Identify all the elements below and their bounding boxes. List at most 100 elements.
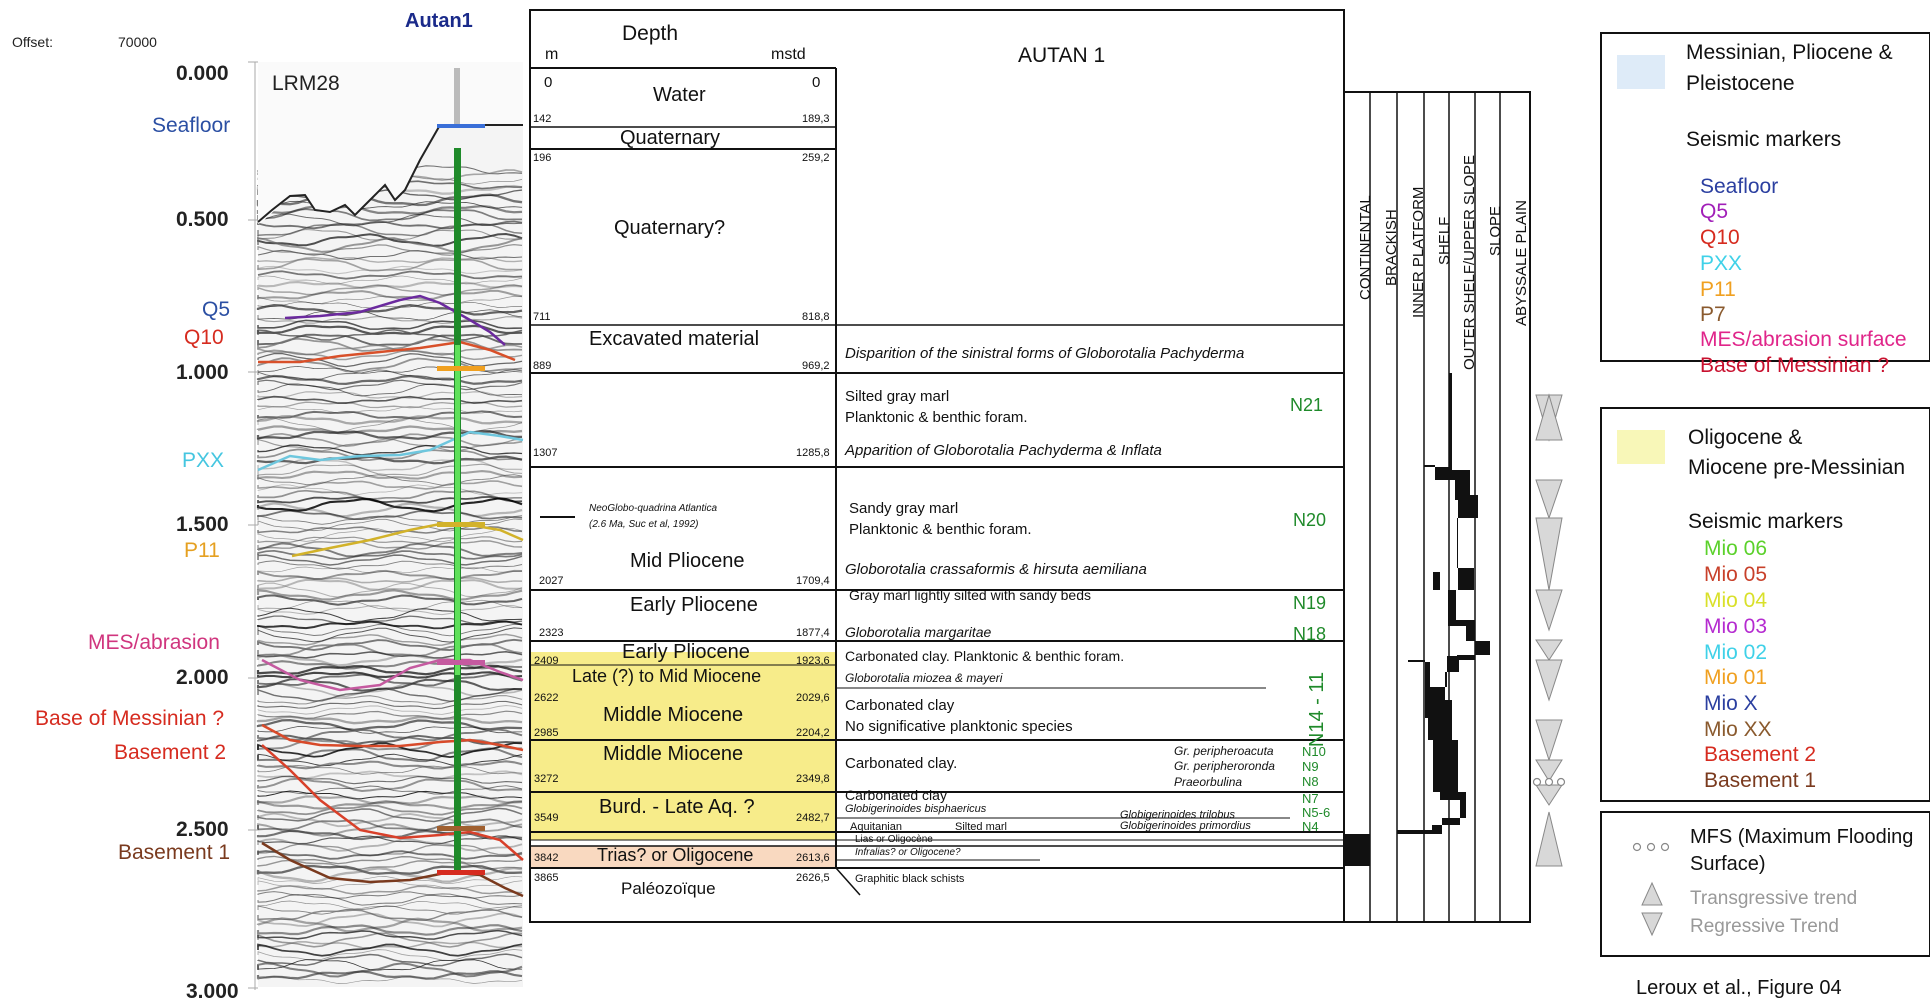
- description: Lias or Oligocène: [855, 834, 933, 845]
- seismic-reflector: [257, 349, 523, 361]
- depth-m: 2622: [534, 692, 559, 704]
- depth-mstd: 2029,6: [796, 692, 830, 704]
- basement1-horizon: [261, 841, 524, 898]
- seismic-reflector: [257, 383, 523, 397]
- seismic-reflector: [257, 319, 523, 330]
- depth-mstd: 1709,4: [796, 575, 830, 587]
- description: Carbonated clay: [845, 697, 955, 714]
- depth-mstd: 818,8: [802, 311, 830, 323]
- seismic-reflector: [257, 489, 522, 500]
- seismic-reflector: [257, 912, 523, 928]
- seismic-reflector: [256, 664, 523, 676]
- description: Carbonated clay. Planktonic & benthic fo…: [845, 648, 1125, 664]
- depth-m: 196: [533, 152, 552, 164]
- offset-value: 70000: [118, 34, 157, 50]
- seismic-reflector: [257, 438, 523, 452]
- legend-marker: Q5: [1700, 200, 1729, 223]
- seismic-reflector: [256, 864, 523, 875]
- seismic-reflector: [257, 804, 523, 816]
- unit-name: Quaternary?: [614, 217, 726, 239]
- seismic-reflector: [257, 301, 522, 309]
- depth-top-m: 0: [544, 74, 553, 91]
- seismic-reflector: [257, 812, 523, 828]
- zone-label: N4: [1302, 819, 1319, 834]
- description: Carbonated clay.: [845, 755, 958, 772]
- seismic-reflector: [256, 924, 523, 936]
- legend-marker: Mio 01: [1704, 666, 1768, 689]
- legend-box-1: [1600, 32, 1930, 362]
- horizon-label-seafloor: Seafloor: [152, 114, 231, 137]
- legend-mfs-dots: [1632, 842, 1670, 852]
- description: Globorotalia margaritae: [845, 624, 992, 640]
- legend-box-2: [1600, 407, 1930, 802]
- seismic-reflector: [257, 948, 523, 961]
- seismic-reflector: [257, 406, 523, 414]
- legend-box-3: [1600, 811, 1930, 957]
- seismic-reflector: [257, 223, 523, 237]
- env-header: SHELF: [1436, 216, 1453, 265]
- seismic-reflector: [257, 208, 523, 222]
- description: Aquitanian: [850, 821, 902, 833]
- description: Globigerinoides bisphaericus: [845, 803, 987, 815]
- time-tick-label: 3.000: [186, 980, 239, 1003]
- seismic-reflector: [257, 885, 523, 895]
- depth-mstd: 2349,8: [796, 773, 830, 785]
- p11-horizon: [291, 522, 524, 558]
- seismic-reflector: [256, 193, 523, 207]
- legend-marker: Mio 03: [1704, 615, 1768, 638]
- seismic-reflector: [257, 401, 523, 409]
- seismic-reflector: [256, 760, 523, 770]
- depth-mstd: 1285,8: [796, 447, 830, 459]
- seismic-reflector: [256, 589, 523, 601]
- time-tick-label: 1.500: [176, 513, 229, 536]
- seismic-reflector: [257, 835, 523, 845]
- seismic-reflector: [257, 790, 523, 800]
- description: Silted marl: [955, 821, 1007, 833]
- depth-top-mstd: 0: [812, 74, 821, 91]
- unit-name: Excavated material: [589, 328, 760, 350]
- seismic-reflector: [257, 705, 523, 715]
- seismic-reflector: [256, 970, 523, 980]
- well-name: Autan1: [405, 10, 473, 32]
- description: Sandy gray marl: [849, 500, 959, 517]
- neoglobo-note-ref: (2.6 Ma, Suc et al, 1992): [589, 519, 699, 530]
- legend1-markers-title: Seismic markers: [1686, 128, 1842, 151]
- environment-curve: [1397, 373, 1490, 834]
- depth-m: 2027: [539, 575, 564, 587]
- seismic-reflector: [257, 369, 523, 381]
- horizon-label-q5: Q5: [202, 298, 231, 321]
- seismic-reflector: [257, 284, 523, 296]
- description: Globigerinoides primordius: [1120, 820, 1251, 832]
- depth-m: 3549: [534, 812, 559, 824]
- zone-label: N9: [1302, 759, 1319, 774]
- description: Globorotalia miozea & mayeri: [845, 671, 1003, 685]
- trend-triangles: [1535, 393, 1563, 867]
- legend-marker: P7: [1700, 303, 1726, 326]
- seismic-reflector: [257, 785, 523, 795]
- seismic-reflector: [256, 289, 523, 301]
- legend3-mfs-2: Surface): [1690, 853, 1766, 875]
- seismic-reflector: [257, 432, 523, 448]
- seismic-reflector: [257, 458, 523, 471]
- depth-title: Depth: [622, 22, 679, 45]
- depth-mstd: 1923,6: [796, 655, 830, 667]
- legend-marker: Mio XX: [1704, 718, 1772, 741]
- seismic-reflector: [257, 818, 523, 831]
- description: Gray marl lightly silted with sandy beds: [849, 587, 1091, 603]
- seismic-reflector: [256, 715, 523, 725]
- q5-horizon: [284, 294, 506, 346]
- seismic-reflector: [257, 337, 523, 352]
- seismic-reflector: [257, 953, 523, 967]
- seismic-reflector: [257, 536, 523, 544]
- seismic-reflector: [257, 604, 523, 616]
- seismic-reflector: [257, 929, 523, 940]
- legend-marker: PXX: [1700, 252, 1743, 275]
- depth-m: 2323: [539, 627, 564, 639]
- description: Graphitic black schists: [855, 873, 965, 885]
- description: Globigerinoides trilobus: [1120, 809, 1235, 821]
- seismic-reflector: [257, 855, 523, 865]
- description: Planktonic & benthic foram.: [845, 409, 1028, 426]
- time-tick-label: 1.000: [176, 361, 229, 384]
- seismic-reflector: [257, 329, 523, 341]
